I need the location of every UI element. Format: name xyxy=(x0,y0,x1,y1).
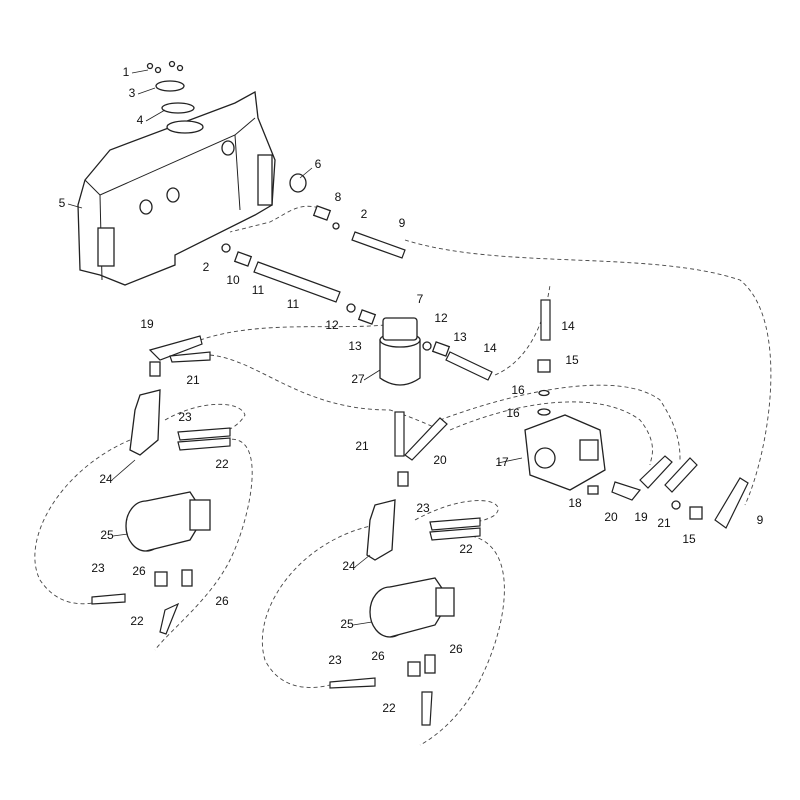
callout: 17 xyxy=(495,455,509,469)
callout: 8 xyxy=(335,190,342,204)
hydraulic-pump xyxy=(524,414,749,529)
callout: 23 xyxy=(91,561,105,575)
hose-routing-lines xyxy=(34,205,772,746)
callout: 22 xyxy=(130,614,144,628)
callout: 19 xyxy=(140,317,154,331)
callout: 15 xyxy=(565,353,579,367)
callout: 15 xyxy=(682,532,696,546)
left-hose-group xyxy=(129,335,231,456)
callout: 21 xyxy=(657,516,671,530)
callout: 18 xyxy=(568,496,582,510)
callout: 14 xyxy=(483,341,497,355)
cap-gaskets xyxy=(146,60,195,114)
callout: 13 xyxy=(453,330,467,344)
callout: 7 xyxy=(417,292,424,306)
callout: 13 xyxy=(348,339,362,353)
callout: 22 xyxy=(459,542,473,556)
callout: 11 xyxy=(252,283,265,297)
breather-cap xyxy=(289,173,307,193)
callout: 20 xyxy=(604,510,618,524)
callout: 26 xyxy=(215,594,229,608)
callout: 23 xyxy=(178,410,192,424)
callout: 3 xyxy=(129,86,136,100)
callout: 23 xyxy=(416,501,430,515)
callout: 9 xyxy=(757,513,764,527)
callout: 14 xyxy=(561,319,575,333)
callout: 24 xyxy=(342,559,356,573)
callout: 26 xyxy=(132,564,146,578)
callout: 27 xyxy=(351,372,365,386)
callout: 26 xyxy=(449,642,463,656)
leader-lines xyxy=(67,69,523,626)
callout: 2 xyxy=(361,207,368,221)
callout: 2 xyxy=(203,260,210,274)
callout: 5 xyxy=(59,196,66,210)
callout: 12 xyxy=(434,311,448,325)
callout: 4 xyxy=(137,113,144,127)
callout-labels: 1 3 4 5 6 8 2 9 2 10 11 11 7 12 13 12 13… xyxy=(59,65,764,715)
hydraulic-tank xyxy=(77,90,276,286)
callout: 19 xyxy=(634,510,648,524)
right-motor xyxy=(329,577,455,726)
callout: 22 xyxy=(382,701,396,715)
hydraulic-filter xyxy=(379,317,421,386)
fittings xyxy=(221,205,551,416)
callout: 25 xyxy=(340,617,354,631)
callout: 12 xyxy=(325,318,339,332)
callout: 22 xyxy=(215,457,229,471)
callout: 20 xyxy=(433,453,447,467)
callout: 10 xyxy=(226,273,240,287)
callout: 21 xyxy=(355,439,369,453)
callout: 6 xyxy=(315,157,322,171)
callout: 25 xyxy=(100,528,114,542)
callout: 11 xyxy=(287,297,300,311)
callout: 1 xyxy=(123,65,130,79)
right-hose-group xyxy=(366,411,481,561)
callout: 16 xyxy=(506,406,520,420)
callout: 23 xyxy=(328,653,342,667)
callout: 16 xyxy=(511,383,525,397)
callout: 9 xyxy=(399,216,406,230)
callout: 24 xyxy=(99,472,113,486)
callout: 21 xyxy=(186,373,200,387)
callout: 26 xyxy=(371,649,385,663)
left-motor xyxy=(91,491,211,635)
